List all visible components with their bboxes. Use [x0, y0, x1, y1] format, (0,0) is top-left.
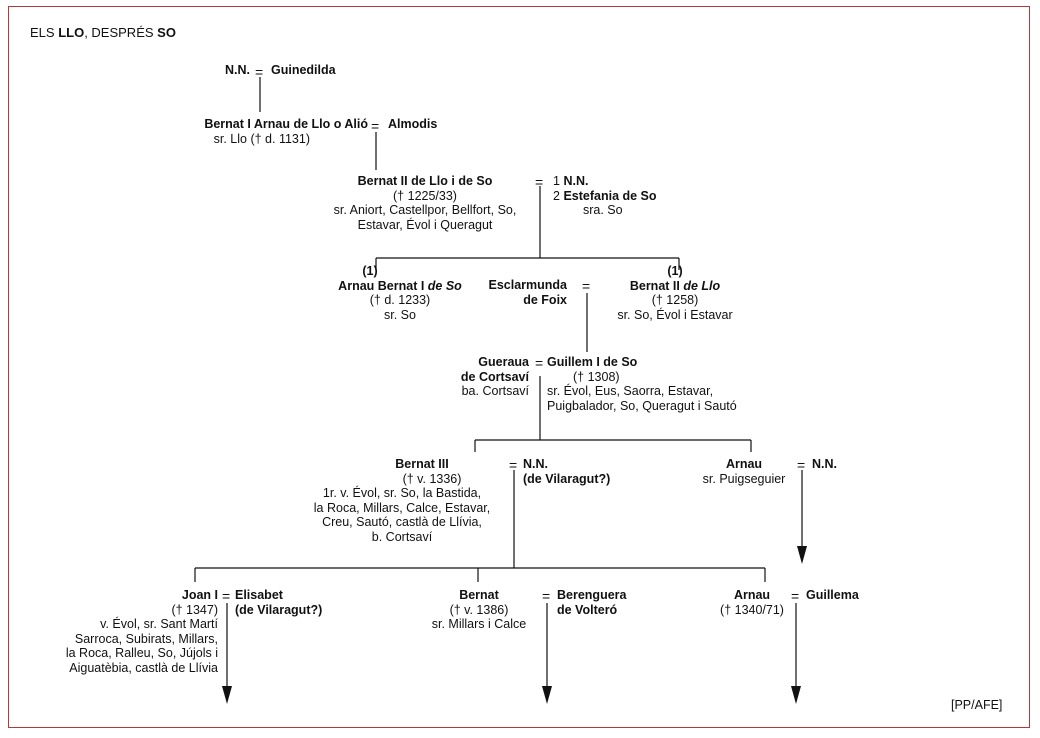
- person-joan-i: Joan I († 1347) v. Évol, sr. Sant Martí …: [65, 588, 218, 675]
- person-gueraua: Gueraua de Cortsaví ba. Cortsaví: [460, 355, 529, 398]
- marriage-symbol: =: [582, 278, 591, 294]
- person-almodis: Almodis: [388, 117, 438, 131]
- person-bernat-i: Bernat I Arnau de Llo o Alió sr. Llo († …: [204, 117, 368, 146]
- person-berenguera: Berenguera de Volteró: [557, 588, 627, 617]
- arrow-head-arnau1: [797, 546, 807, 564]
- arrow-head-joan: [222, 686, 232, 704]
- person-nn-1: N.N.: [225, 63, 250, 77]
- person-bernat-millars: Bernat († v. 1386) sr. Millars i Calce: [431, 588, 527, 631]
- person-esclarmunda: Esclarmunda de Foix: [488, 278, 567, 307]
- diagram-frame: [8, 6, 1030, 728]
- person-bernat-ii-de-llo: (1) Bernat II de Llo († 1258) sr. So, Év…: [617, 264, 733, 322]
- person-arnau-1340: Arnau († 1340/71): [720, 588, 784, 617]
- person-bernat-iii: Bernat III († v. 1336) 1r. v. Évol, sr. …: [313, 457, 491, 544]
- person-arnau-puigseguier: Arnau sr. Puigseguier: [702, 457, 786, 486]
- credit-label: [PP/AFE]: [951, 698, 1003, 712]
- marriage-symbol: =: [797, 457, 806, 473]
- person-elisabet: Elisabet (de Vilaragut?): [235, 588, 323, 617]
- arrow-head-bernat4: [542, 686, 552, 704]
- marriage-symbol: =: [791, 588, 800, 604]
- person-nn-vilaragut: N.N. (de Vilaragut?): [523, 457, 611, 486]
- marriage-symbol: =: [371, 118, 380, 134]
- marriage-symbol: =: [542, 588, 551, 604]
- person-bernat-ii: Bernat II de Llo i de So († 1225/33) sr.…: [333, 174, 517, 232]
- person-guillema: Guillema: [806, 588, 859, 602]
- marriage-symbol: =: [222, 588, 231, 604]
- marriage-symbol: =: [509, 457, 518, 473]
- person-guinedilda: Guinedilda: [271, 63, 336, 77]
- marriage-symbol: =: [255, 64, 264, 80]
- person-arnau-bernat-i: (1) Arnau Bernat I de So († d. 1233) sr.…: [338, 264, 462, 322]
- diagram-title: ELS LLO, DESPRÉS SO: [30, 25, 176, 40]
- arrow-head-arnau2: [791, 686, 801, 704]
- person-nn-arnau: N.N.: [812, 457, 837, 471]
- person-guillem-i: Guillem I de So († 1308) sr. Évol, Eus, …: [547, 355, 737, 413]
- wives-bernat-ii: 1 N.N. 2 Estefania de So sra. So: [553, 174, 657, 217]
- marriage-symbol: =: [535, 174, 544, 190]
- marriage-symbol: =: [535, 355, 544, 371]
